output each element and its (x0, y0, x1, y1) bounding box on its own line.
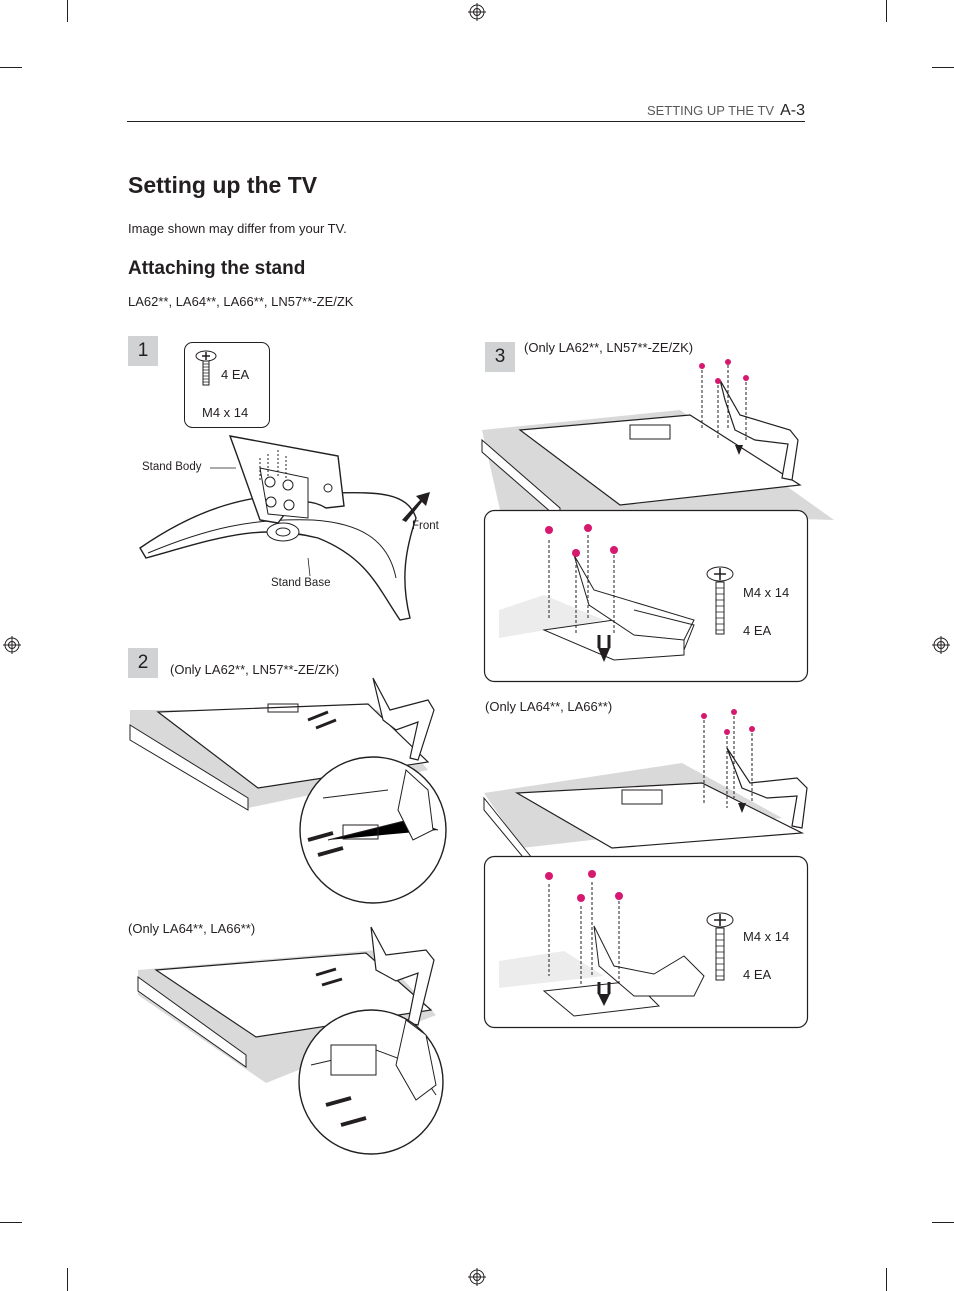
step3-screw-size-b: M4 x 14 (743, 929, 790, 944)
label-front: Front (412, 520, 439, 532)
step3-screw-qty-a: 4 EA (743, 623, 772, 638)
tv-stand-illustration-a (129, 677, 447, 904)
registration-mark-icon (468, 1268, 486, 1286)
trim-mark (0, 1222, 22, 1223)
stand-assembly-illustration (139, 435, 417, 621)
label-stand-base: Stand Base (271, 577, 331, 589)
step-number: 2 (128, 648, 158, 678)
screw-callout (184, 342, 270, 428)
step-number: 1 (128, 336, 158, 366)
registration-mark-icon (468, 3, 486, 21)
step3-screw-qty-b: 4 EA (743, 967, 772, 982)
header-rule (127, 121, 805, 122)
label-stand-body: Stand Body (142, 461, 202, 473)
trim-mark (67, 1268, 68, 1291)
trim-mark (67, 0, 68, 22)
trim-mark (886, 0, 887, 22)
zoom-callout-b (483, 855, 809, 1029)
registration-mark-icon (932, 636, 950, 654)
step3-caption-b: (Only LA64**, LA66**) (485, 699, 613, 714)
registration-mark-icon (3, 636, 21, 654)
image-note: Image shown may differ from your TV. (128, 221, 347, 236)
step-number: 3 (485, 342, 515, 372)
section-title: Attaching the stand (128, 258, 306, 279)
trim-mark (886, 1268, 887, 1291)
trim-mark (932, 67, 954, 68)
step2-caption-b: (Only LA64**, LA66**) (128, 921, 256, 936)
step3-caption-a: (Only LA62**, LN57**-ZE/ZK) (524, 340, 694, 355)
screw-size: M4 x 14 (202, 405, 249, 420)
page-number: A-3 (780, 102, 805, 119)
zoom-callout-a (483, 509, 809, 683)
page-title: Setting up the TV (128, 172, 318, 198)
tv-screw-illustration-a (481, 359, 834, 522)
header-section: SETTING UP THE TV (646, 103, 775, 118)
trim-mark (932, 1222, 954, 1223)
front-arrow-icon (402, 492, 430, 522)
tv-stand-illustration-b (137, 926, 444, 1155)
screw-qty: 4 EA (221, 367, 250, 382)
tv-screw-illustration-b (483, 709, 808, 870)
step2-caption-a: (Only LA62**, LN57**-ZE/ZK) (170, 662, 340, 677)
step3-screw-size-a: M4 x 14 (743, 585, 790, 600)
model-list: LA62**, LA64**, LA66**, LN57**-ZE/ZK (128, 294, 354, 309)
running-header: SETTING UP THE TV A-3 (647, 102, 805, 120)
trim-mark (0, 67, 22, 68)
